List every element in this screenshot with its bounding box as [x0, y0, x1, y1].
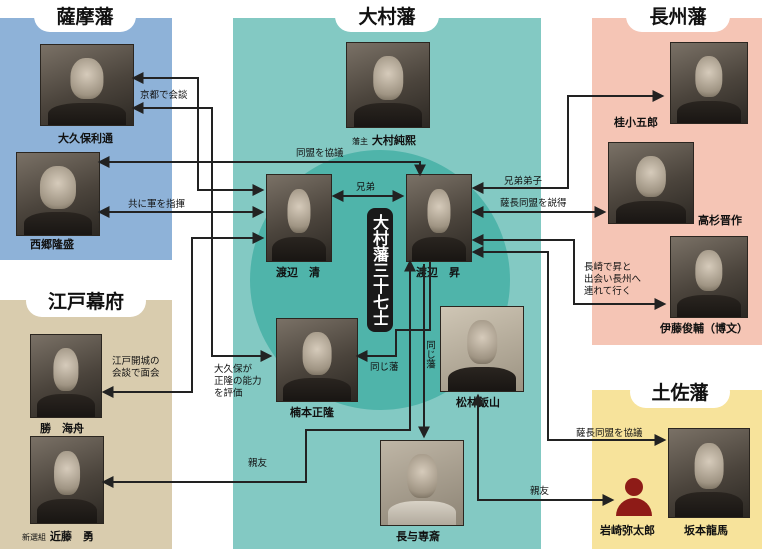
nagayo-name: 長与専斎 [396, 530, 440, 543]
choshu-title: 長州藩 [626, 2, 730, 32]
label-okubo-eval-2: 正隆の能力 [214, 376, 262, 387]
omura-lord-name: 藩主 大村純熙 [352, 132, 416, 148]
saigo-name: 西郷隆盛 [30, 238, 74, 251]
ito-name: 伊藤俊輔（博文） [660, 322, 748, 335]
kondo-name: 新選組 近藤 勇 [22, 528, 94, 544]
omura-lord-title: 藩主 [352, 137, 368, 146]
noboru-name: 渡辺 昇 [416, 266, 460, 279]
label-brothers: 兄弟 [356, 182, 376, 193]
arrow-noboru-katsura [471, 90, 665, 194]
label-kyoto-meeting: 京都で会談 [140, 90, 188, 101]
arrow-okubo-kusumoto [131, 102, 273, 362]
sakamoto-name: 坂本龍馬 [684, 524, 728, 537]
label-same-han-1: 同じ藩 [370, 362, 399, 373]
iwasaki-icon [616, 478, 652, 516]
omura-lord-label: 大村純熙 [371, 134, 416, 147]
label-edo-meeting-1: 江戸開城の [112, 356, 160, 367]
arrow-matsubayashi-iwasaki [472, 393, 615, 506]
label-nagasaki-1: 長崎で昇と [584, 262, 632, 273]
katsura-portrait [670, 42, 748, 124]
iwasaki-name: 岩崎弥太郎 [600, 524, 655, 537]
label-senior-junior: 兄弟弟子 [504, 176, 543, 187]
katsu-name: 勝 海舟 [40, 422, 84, 435]
arrow-kondo-noboru [101, 259, 416, 488]
label-persuade: 薩長同盟を説得 [500, 198, 567, 209]
omura-lord-portrait [346, 42, 430, 128]
arrow-noboru-ito [471, 234, 667, 310]
kondo-label: 近藤 勇 [49, 530, 94, 543]
label-nagasaki-2: 出会い長州へ [584, 274, 642, 285]
label-command: 共に軍を指揮 [128, 199, 186, 210]
takasugi-name: 高杉晋作 [698, 214, 742, 227]
label-friend-1: 親友 [248, 458, 268, 469]
kondo-portrait [30, 436, 104, 524]
arrow-kusumoto-noboru [355, 262, 431, 362]
katsu-portrait [30, 334, 102, 418]
omura-title: 大村藩 [335, 2, 439, 32]
label-alliance-talk: 同盟を協議 [296, 148, 344, 159]
label-okubo-eval-1: 大久保が [214, 364, 253, 375]
label-okubo-eval-3: を評価 [214, 388, 243, 399]
label-edo-meeting-2: 会談で面会 [112, 368, 160, 379]
okubo-name: 大久保利通 [58, 132, 113, 145]
satsuma-title: 薩摩藩 [34, 2, 136, 32]
saigo-portrait [16, 152, 100, 236]
label-friend-2: 親友 [530, 486, 550, 497]
okubo-portrait [40, 44, 134, 126]
label-satcho-talk: 薩長同盟を協議 [576, 428, 643, 439]
kondo-title: 新選組 [22, 533, 46, 542]
label-nagasaki-3: 連れて行く [584, 286, 632, 297]
noboru-portrait [406, 174, 472, 262]
label-same-han-2: 同じ藩 [424, 340, 435, 369]
ito-portrait [670, 236, 748, 318]
arrow-saigo-noboru [97, 156, 426, 177]
sakamoto-portrait [668, 428, 750, 518]
